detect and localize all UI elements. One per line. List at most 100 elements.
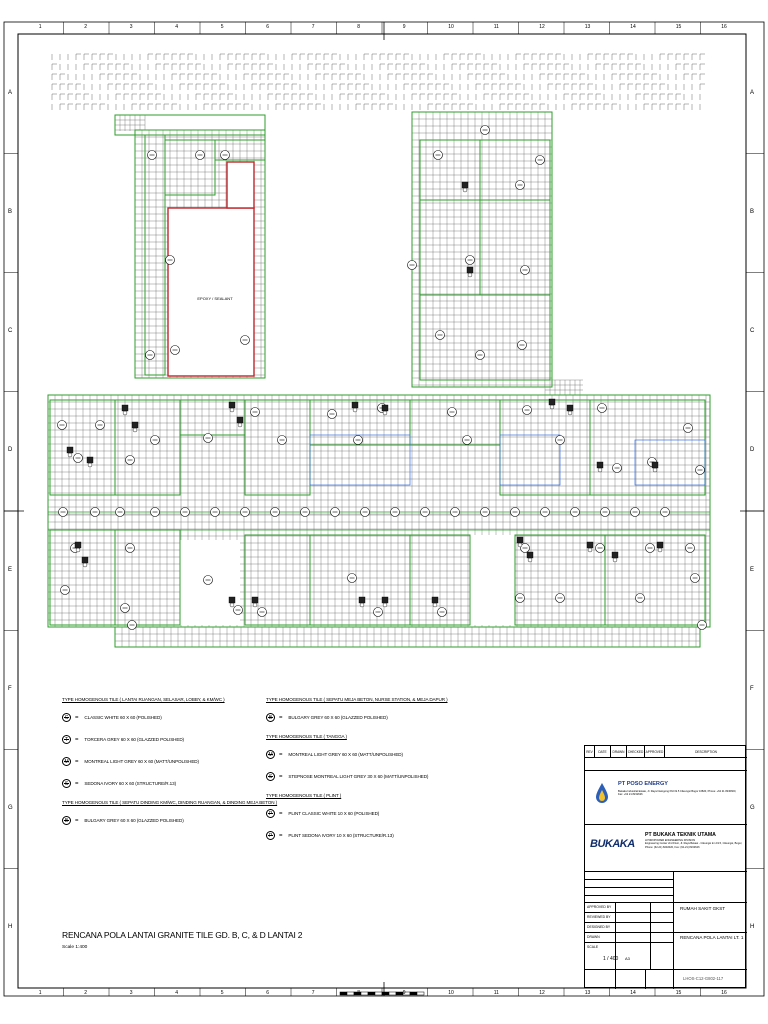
sink-icon [82, 562, 88, 568]
sink-icon [462, 187, 468, 193]
legend-text: MONTREAL LIGHT GREY 60 X 60 (MATT/UNPOLI… [288, 752, 403, 757]
ruler-number-bottom: 5 [220, 990, 224, 996]
tile-symbol-icon: P [266, 809, 275, 818]
ruler-letter-left: D [8, 447, 13, 454]
epoxy-room-label: EPOXY / SEALANT [197, 296, 233, 301]
legend-text: SEDONA IVORY 60 X 60 (STRUCTURE/R.13) [84, 781, 177, 786]
legend-header-tangga: TYPE HOMOGENOUS TILE ( TANGGA ) [266, 734, 347, 739]
tile-symbol-icon: P [266, 831, 275, 840]
toilet-icon [228, 596, 236, 604]
sink-icon [229, 602, 235, 608]
toilet-icon [566, 404, 574, 412]
ruler-letter-right: D [750, 447, 755, 454]
toilet-icon [131, 421, 139, 429]
sink-icon [122, 410, 128, 416]
toilet-icon [381, 596, 389, 604]
drawing-title: RENCANA POLA LANTAI GRANITE TILE GD. B, … [62, 930, 303, 940]
toilet-icon [358, 596, 366, 604]
epoxy-room-annex [226, 161, 255, 209]
tile-symbol-icon: M [266, 750, 275, 759]
ruler-number-bottom: 9 [402, 990, 406, 996]
ruler-letter-right: A [750, 89, 755, 96]
toilet-icon [516, 536, 524, 544]
tile-symbol-icon: S [266, 772, 275, 781]
legend-row: M=MONTREAL LIGHT GREY 60 X 60 (MATT/UNPO… [62, 756, 277, 767]
size-value: A3 [625, 956, 630, 961]
legend-text: STEPNOSE MONTREAL LIGHT GREY 30 X 60 (MA… [288, 774, 429, 779]
ruler-letter-right: E [750, 566, 755, 573]
walls [47, 111, 711, 648]
tile-symbol-icon: M [62, 757, 71, 766]
ruler-number-top: 14 [630, 24, 636, 30]
legend-row: B=BULGARY GREY 60 X 60 (GLAZZED POLISHED… [266, 712, 448, 723]
main-hall-grid [47, 394, 710, 515]
ruler-letter-right: G [750, 805, 755, 812]
legend-row: S=SEDONA IVORY 60 X 60 (STRUCTURE/R.13) [62, 778, 277, 789]
ruler-number-top: 2 [84, 24, 88, 30]
ruler-letter-left: H [8, 924, 13, 931]
ruler-number-top: 1 [38, 24, 42, 30]
toilet-icon [596, 461, 604, 469]
reviewed-by-label: REVIEWED BY [587, 915, 611, 919]
ruler-number-top: 7 [311, 24, 315, 30]
ruler-number-top: 11 [493, 24, 499, 30]
ruler-number-bottom: 1 [38, 990, 42, 996]
ruler-number-bottom: 8 [357, 990, 361, 996]
legend-row: B=BULGARY GREY 60 X 60 (GLAZZED POLISHED… [62, 815, 277, 826]
ruler-number-top: 4 [175, 24, 179, 30]
ruler-number-top: 8 [357, 24, 361, 30]
ruler-letter-left: E [8, 566, 13, 573]
toilet-icon [526, 551, 534, 559]
tile-symbol-icon: S [62, 779, 71, 788]
ruler-number-bottom: 12 [539, 990, 545, 996]
sink-icon [587, 547, 593, 553]
legend-text: CLASSIC WHITE 60 X 60 (POLISHED) [84, 715, 162, 720]
ruler-number-top: 12 [539, 24, 545, 30]
sink-icon [252, 602, 258, 608]
ruler-number-top: 5 [220, 24, 224, 30]
ruler-letter-right: C [750, 328, 755, 335]
legend-left: TYPE HOMOGENOUS TILE ( LANTAI RUANGAN, S… [62, 697, 277, 837]
designed-by-label: DESIGNED BY [587, 925, 611, 929]
toilet-icon [66, 446, 74, 454]
legend-header-lantai: TYPE HOMOGENOUS TILE ( LANTAI RUANGAN, S… [62, 697, 225, 702]
ruler-number-bottom: 15 [675, 990, 682, 996]
sink-icon [517, 542, 523, 548]
ruler-number-bottom: 3 [129, 990, 133, 996]
corridor-grid [114, 114, 146, 131]
drawn-label: DRAWN [587, 935, 600, 939]
toilet-icon [651, 461, 659, 469]
sink-icon [75, 547, 81, 553]
ruler-letter-left: C [8, 328, 13, 335]
consultant-name: PT BUKAKA TEKNIK UTAMA [645, 832, 716, 838]
toilet-icon [431, 596, 439, 604]
ruler-number-top: 3 [129, 24, 133, 30]
sink-icon [382, 410, 388, 416]
sink-icon [657, 547, 663, 553]
sink-icon [567, 410, 573, 416]
drawn-col: DRAWN [611, 746, 627, 757]
toilet-icon [656, 541, 664, 549]
toilet-fixtures [66, 181, 664, 608]
toilet-icon [461, 181, 469, 189]
owner-address: Bukaka Industrial Estate, Jl. Raya Narog… [618, 790, 737, 797]
consultant-address-text: Engineering Center 2nd Floor, Jl. Raya B… [645, 842, 743, 849]
approved-by-label: APPROVED BY [587, 905, 612, 909]
sink-icon [87, 462, 93, 468]
legend-row: C=CLASSIC WHITE 60 X 60 (POLISHED) [62, 712, 277, 723]
sink-icon [467, 272, 473, 278]
sink-icon [67, 452, 73, 458]
wing-right-grid [411, 111, 553, 387]
legend-text: PLINT SEDONA IVORY 10 X 60 (STRUCTURE/R.… [288, 833, 394, 838]
legend-row: T=TORCERA GREY 60 X 60 (GLAZZED POLISHED… [62, 734, 277, 745]
legend-row: M=MONTREAL LIGHT GREY 60 X 60 (MATT/UNPO… [266, 749, 448, 760]
toilet-icon [611, 551, 619, 559]
bukaka-logo: BUKAKA [590, 838, 635, 850]
ruler-number-bottom: 7 [311, 990, 315, 996]
toilet-icon [351, 401, 359, 409]
legend-row: P=PLINT SEDONA IVORY 10 X 60 (STRUCTURE/… [266, 830, 448, 841]
ruler-number-bottom: 2 [84, 990, 88, 996]
open-space-2 [470, 535, 515, 625]
